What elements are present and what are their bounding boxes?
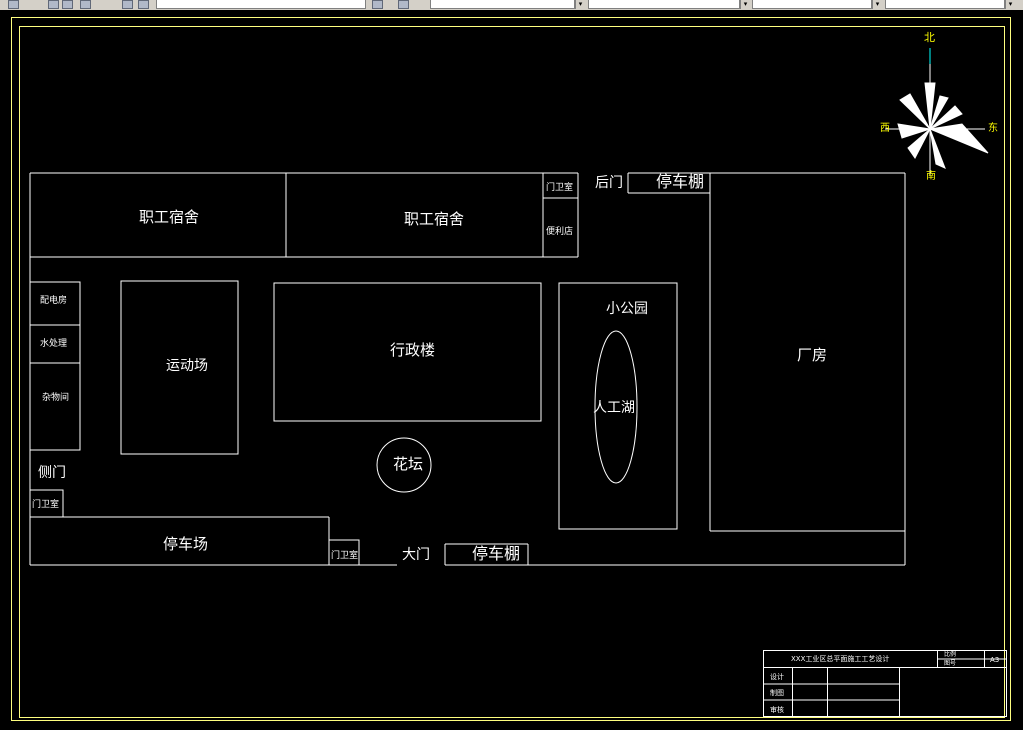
dropdown-arrow-icon[interactable]: ▾	[872, 0, 882, 9]
title-block	[763, 650, 1007, 717]
toolbar-button[interactable]	[398, 0, 409, 9]
back-gate-label: 后门	[595, 175, 623, 191]
flower-bed-label: 花坛	[393, 455, 424, 473]
title-block-review: 审核	[770, 706, 784, 714]
compass-west-label: 西	[880, 123, 890, 134]
compass-south-label: 南	[926, 171, 936, 182]
title-block-design: 设计	[770, 673, 784, 681]
site-plan-lines	[29, 172, 906, 566]
main-gate-label: 大门	[402, 547, 430, 563]
dorm-west-label: 职工宿舍	[139, 208, 200, 226]
shed-north-label: 停车棚	[656, 172, 705, 191]
gatehouse-west-label: 门卫室	[32, 500, 60, 510]
drawing-canvas[interactable]: 北 西 东 南 职工宿舍 职工宿舍 门卫室 便利店 后门 停车棚 配电房 水处理…	[0, 10, 1023, 730]
toolbar-button[interactable]	[80, 0, 91, 9]
compass-east-label: 东	[988, 123, 998, 134]
toolbar-button[interactable]	[48, 0, 59, 9]
toolbar-button[interactable]	[138, 0, 149, 9]
admin-building-label: 行政楼	[390, 341, 436, 359]
toolbar-button[interactable]	[62, 0, 73, 9]
title-block-sheet-size: A3	[990, 656, 1000, 664]
compass-rose-icon	[885, 48, 989, 176]
toolbar-button[interactable]	[122, 0, 133, 9]
sports-field-label: 运动场	[166, 358, 208, 374]
parking-lot-label: 停车场	[163, 535, 209, 553]
side-gate-label: 侧门	[38, 465, 66, 481]
dorm-east-label: 职工宿舍	[404, 210, 465, 228]
compass-north-label: 北	[924, 31, 935, 44]
lake-label: 人工湖	[593, 400, 635, 416]
title-block-sheet-label: 图号	[944, 660, 957, 667]
toolbar-button[interactable]	[8, 0, 19, 9]
store-label: 便利店	[546, 227, 574, 237]
color-select[interactable]	[588, 0, 740, 9]
dropdown-arrow-icon[interactable]: ▾	[740, 0, 750, 9]
drawing-outer-frame	[11, 17, 1011, 721]
linetype-select[interactable]	[752, 0, 872, 9]
gatehouse-south-label: 门卫室	[331, 551, 359, 561]
title-block-title: XXX工业区总平面施工工艺设计	[791, 655, 890, 663]
storage-label: 杂物间	[42, 393, 70, 403]
layer-select[interactable]	[156, 0, 366, 9]
dropdown-arrow-icon[interactable]: ▾	[1005, 0, 1015, 9]
small-park-label: 小公园	[606, 301, 648, 317]
drawing-inner-frame	[19, 26, 1005, 718]
power-room-label: 配电房	[40, 296, 68, 306]
title-block-drawing: 制图	[770, 689, 784, 697]
factory-label: 厂房	[797, 346, 828, 364]
shed-south-label: 停车棚	[472, 544, 521, 563]
toolbar-button[interactable]	[372, 0, 383, 9]
gatehouse-north-label: 门卫室	[546, 183, 574, 193]
style-select[interactable]	[430, 0, 575, 9]
water-room-label: 水处理	[40, 339, 68, 349]
dropdown-arrow-icon[interactable]: ▾	[575, 0, 585, 9]
lineweight-select[interactable]	[885, 0, 1005, 9]
title-block-ratio-label: 比例	[944, 651, 957, 658]
